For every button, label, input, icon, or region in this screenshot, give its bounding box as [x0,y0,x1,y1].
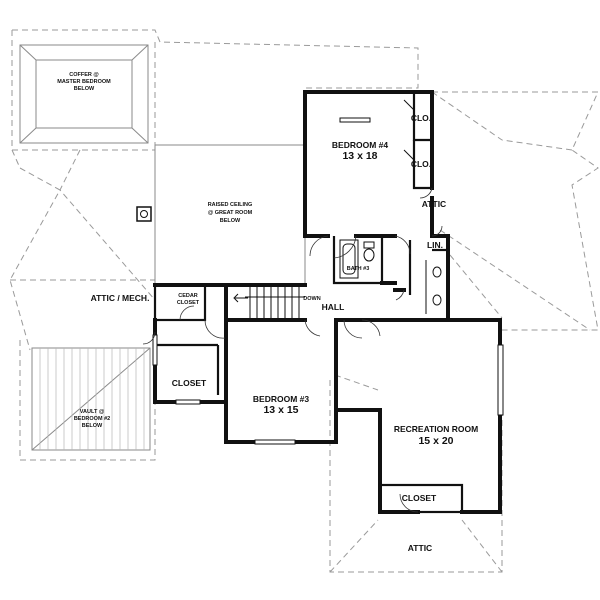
cedar-closet-line1: CEDAR [178,293,198,299]
raised-ceiling-line3: BELOW [220,218,241,224]
recreation-room-name: RECREATION ROOM [394,424,478,434]
raised-ceiling-line2: @ GREAT ROOM [208,210,253,216]
left-closet-label: CLOSET [172,378,207,388]
bedroom3-name: BEDROOM #3 [253,394,309,404]
vault-label-line2: BEDROOM #2 [74,416,110,422]
recreation-room-size: 15 x 20 [418,435,453,447]
bedroom4-name: BEDROOM #4 [332,140,388,150]
linen-label: LIN. [427,240,443,250]
bedroom4-size: 13 x 18 [342,150,377,162]
coffer-label-line1: COFFER @ [69,72,99,78]
bath-fixtures [339,239,442,314]
vault-label-line1: VAULT @ [80,409,105,415]
cedar-closet-line2: CLOSET [177,300,200,306]
attic-mech-label: ATTIC / MECH. [91,293,150,303]
coffer-label-line2: MASTER BEDROOM [57,79,111,85]
stair-down-label: DOWN [303,296,320,302]
windows [152,117,504,445]
rec-closet-label: CLOSET [402,493,437,503]
coffer-label-line3: BELOW [74,86,95,92]
vault-ceiling [31,347,151,451]
walls [153,90,502,514]
attic-bottom-label: ATTIC [408,543,432,553]
closet-upper-label: CLO. [411,113,431,123]
room-labels: COFFER @ MASTER BEDROOM BELOW RAISED CEI… [57,72,478,553]
attic-right-label: ATTIC [422,199,446,209]
doors [142,187,443,513]
coffer-ceiling [19,44,149,144]
stair [233,287,305,318]
hall-label: HALL [322,302,345,312]
vault-label-line3: BELOW [82,423,103,429]
closet-lower-label: CLO. [411,159,431,169]
raised-ceiling-line1: RAISED CEILING [208,202,253,208]
bath3-label: BATH #3 [347,266,370,272]
chimney-icon [136,206,152,222]
bedroom3-size: 13 x 15 [263,404,298,416]
